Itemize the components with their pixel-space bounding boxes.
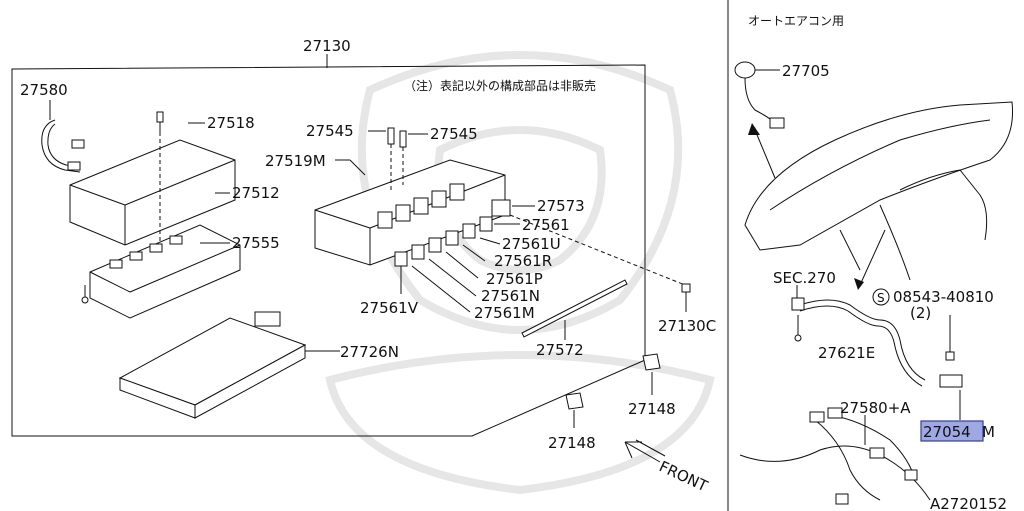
part-27148-clips [565,353,661,428]
label-sec270: SEC.270 [773,269,836,287]
s-mark-icon [872,288,890,306]
label-27561M: 27561M [474,304,535,322]
front-arrow-icon [624,439,666,463]
label-27054M-suffix: M [982,423,995,441]
label-27561P: 27561P [486,270,543,288]
label-27519M: 27519M [265,152,326,170]
part-27512-housing [69,111,236,270]
label-27561V: 27561V [360,299,419,317]
label-27561U: 27561U [502,235,561,253]
label-27572: 27572 [536,341,584,359]
part-27580-harness [41,100,85,173]
label-27580A: 27580+A [840,399,911,417]
part-27130C-screw [681,283,691,312]
label-08543-qty: (2) [910,304,931,322]
label-08543: 08543-40810 [893,288,994,306]
label-27545-left: 27545 [306,122,354,140]
highlight-27054M[interactable] [920,420,984,442]
label-27518: 27518 [207,114,255,132]
dashboard-drawing [744,101,1014,290]
part-27580A-harness [739,407,931,505]
label-27705: 27705 [782,62,830,80]
right-panel-title: オートエアコン用 [748,14,844,28]
label-27545-right: 27545 [430,125,478,143]
label-27148-left: 27148 [548,434,596,452]
part-27555-board [81,224,241,319]
labels: 27130 （注）表記以外の構成部品は非販売 27580 27518 27512… [20,14,1007,511]
main-assembly-outline [11,54,646,437]
label-27512: 27512 [232,184,280,202]
label-27561N: 27561N [481,287,540,305]
label-27580: 27580 [20,81,68,99]
part-27519M-panel [314,159,506,266]
part-27545-screws [368,127,428,190]
label-front: FRONT [656,457,711,495]
part-27705-sensor [734,61,785,129]
label-27054M-number: 27054 [923,423,971,441]
label-27130C: 27130C [658,317,716,335]
part-27621E-hose [791,285,926,387]
part-27572-strip [521,279,628,340]
label-27621E: 27621E [818,344,875,362]
label-27148-right: 27148 [628,400,676,418]
part-27726N-tray [118,311,340,419]
figure-code: A2720152 [930,495,1007,511]
part-buttons [394,199,686,313]
s-mark-letter: S [877,291,885,305]
note-text: （注）表記以外の構成部品は非販売 [404,78,596,93]
label-27555: 27555 [232,234,280,252]
label-27726N: 27726N [340,343,399,361]
label-27561R: 27561R [494,252,552,270]
part-27054M-sensor [939,315,963,420]
label-27130: 27130 [303,37,351,55]
label-27561: 27561 [522,216,570,234]
label-27573: 27573 [537,197,585,215]
